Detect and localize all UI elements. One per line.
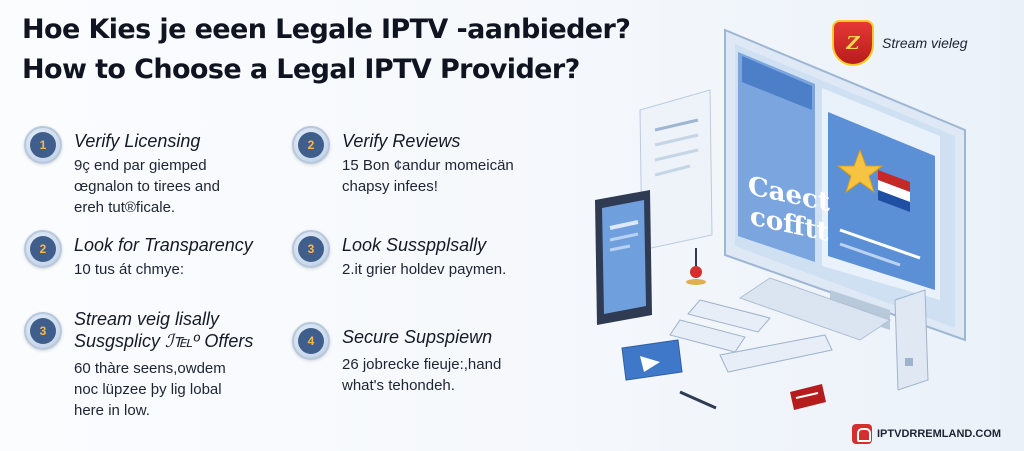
monitor-base <box>738 277 892 341</box>
step-body-line: œgnalon to tirees and <box>74 178 220 195</box>
step-number: 2 <box>298 132 324 158</box>
shield-logo-icon: Z <box>832 20 874 66</box>
step-number: 2 <box>30 236 56 262</box>
step-body-line: 26 jobrecke fieuje:,hand <box>342 356 502 373</box>
computer-illustration: Caect cofftt <box>595 28 966 410</box>
step-item-stream-offers: 3 Stream veig lisally Susgsplicy ℐ℡º Off… <box>24 308 253 421</box>
step-heading: Verify Licensing <box>74 131 201 151</box>
step-heading-line2: Susgsplicy ℐ℡º Offers <box>74 331 254 351</box>
step-body-line: 9ç end par giemped <box>74 157 207 174</box>
step-item-transparency: 2 Look for Transparency 10 tus át chmye: <box>24 230 253 280</box>
step-number-badge: 4 <box>292 322 330 360</box>
title-line-dutch: Hoe Kies je eeen Legale IPTV -aanbieder? <box>22 14 631 45</box>
step-body-line: what's tehondeh. <box>342 377 455 394</box>
page-title: Hoe Kies je eeen Legale IPTV -aanbieder?… <box>22 10 631 90</box>
step-item-verify-licensing: 1 Verify Licensing 9ç end par giemped œg… <box>24 126 220 218</box>
footer-site: IPTVDRREMLAND.COM <box>852 424 1001 444</box>
brand: Z Stream vieleg <box>832 20 968 66</box>
step-number-badge: 3 <box>24 312 62 350</box>
step-number-badge: 3 <box>292 230 330 268</box>
tablet-icon <box>595 190 652 325</box>
star-icon <box>836 148 884 194</box>
keyboard-icon <box>669 299 833 373</box>
location-pin-icon <box>686 248 706 285</box>
step-body-line: ereh tut®ficale. <box>74 199 176 216</box>
step-body-line: 10 tus át chmye: <box>74 261 185 278</box>
step-item-verify-reviews: 2 Verify Reviews 15 Bon ¢andur momeicän … <box>292 126 514 197</box>
step-item-secure: 4 Secure Supspiewn 26 jobrecke fieuje:,h… <box>292 322 502 396</box>
step-item-look-susspplsally: 3 Look Susspplsally 2.it grier holdev pa… <box>292 230 507 280</box>
step-heading: Look Susspplsally <box>342 235 487 255</box>
play-card-icon <box>621 339 683 381</box>
monitor-icon: Caect cofftt <box>724 28 966 342</box>
step-number: 3 <box>298 236 324 262</box>
speaker-icon <box>894 289 929 391</box>
netherlands-flag-icon <box>878 170 910 212</box>
step-number-badge: 1 <box>24 126 62 164</box>
step-number-badge: 2 <box>292 126 330 164</box>
step-body-line: 2.it grier holdev paymen. <box>342 261 507 278</box>
step-body-line: here in low. <box>74 402 150 419</box>
step-number: 4 <box>298 328 324 354</box>
certificate-badge-icon <box>790 384 826 410</box>
step-number-badge: 2 <box>24 230 62 268</box>
title-line-english: How to Choose a Legal IPTV Provider? <box>22 54 580 85</box>
step-heading: Secure Supspiewn <box>342 327 493 347</box>
step-body-line: 15 Bon ¢andur momeicän <box>342 157 514 174</box>
step-heading: Look for Transparency <box>74 235 253 255</box>
step-number: 1 <box>30 132 56 158</box>
document-panel-icon <box>639 89 713 251</box>
step-body-line: 60 thàre seens,owdem <box>74 360 226 377</box>
step-heading: Verify Reviews <box>342 131 461 151</box>
footer-site-text: IPTVDRREMLAND.COM <box>877 428 1002 440</box>
brand-name: Stream vieleg <box>882 35 968 51</box>
step-heading: Stream veig lisally <box>74 309 220 329</box>
lock-icon <box>852 424 872 444</box>
step-body-line: chapsy infees! <box>342 178 438 195</box>
step-number: 3 <box>30 318 56 344</box>
stylus-icon <box>679 390 717 410</box>
step-body-line: noc lüpzee þy lig lobal <box>74 381 222 398</box>
